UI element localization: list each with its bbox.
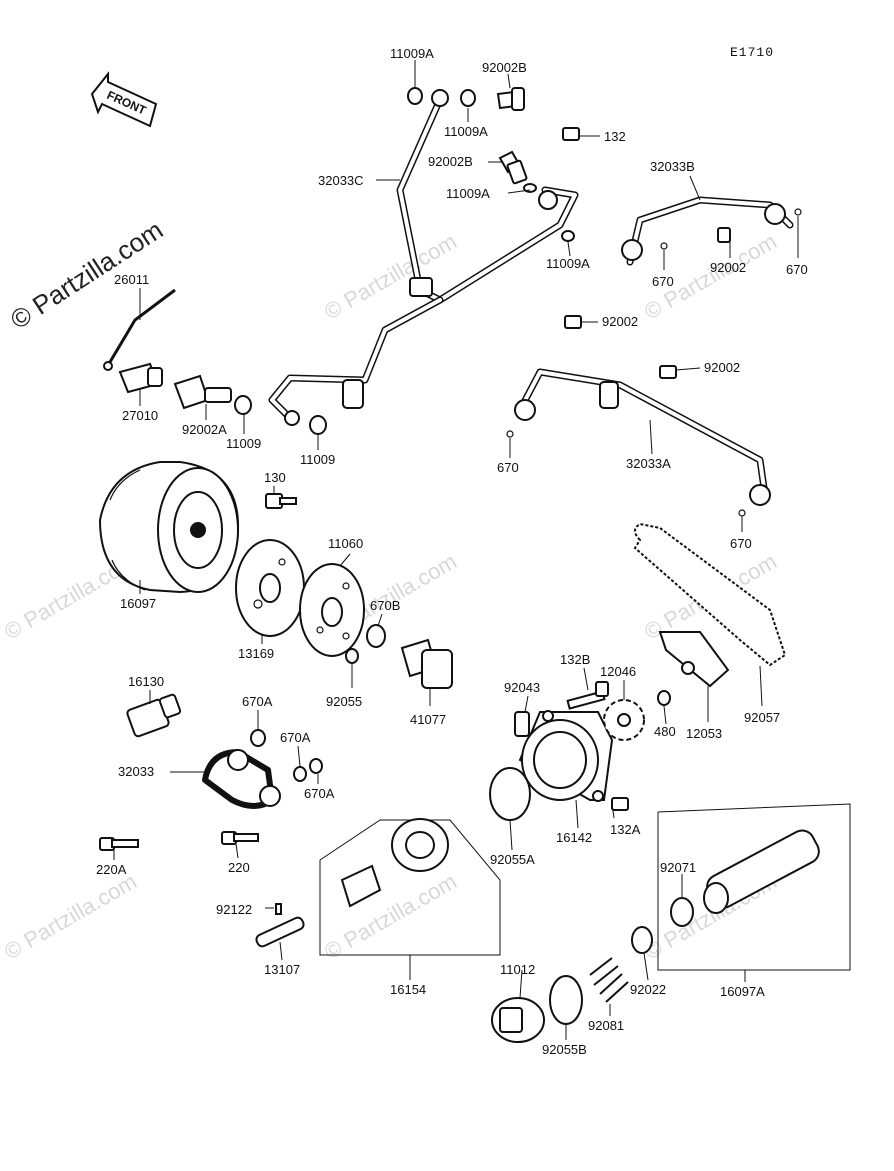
watermark-1: © Partzilla.com xyxy=(320,229,461,325)
label-670-b1: 670 xyxy=(652,274,674,289)
elbow-pipe-32033 xyxy=(202,749,281,809)
label-92002-b: 92002 xyxy=(710,260,746,275)
fitting-16130 xyxy=(126,693,182,738)
oil-pipe-32033c xyxy=(268,89,579,426)
label-12046: 12046 xyxy=(600,664,636,679)
watermark-7: © Partzilla.com xyxy=(320,869,461,965)
label-16097: 16097 xyxy=(120,596,156,611)
label-11009-b: 11009 xyxy=(300,452,335,467)
label-16142: 16142 xyxy=(556,830,592,845)
nut-480 xyxy=(657,690,671,706)
label-130: 130 xyxy=(264,470,286,485)
oring-670a-3 xyxy=(309,758,323,774)
label-670-d: 670 xyxy=(730,536,752,551)
label-11009a-top: 11009A xyxy=(390,46,434,61)
label-92055b: 92055B xyxy=(542,1042,587,1057)
oil-filter xyxy=(98,461,240,594)
bolt-41077 xyxy=(400,638,453,689)
oil-pressure-switch xyxy=(103,288,327,435)
shaft-13107 xyxy=(255,916,305,948)
rotor-kit-16154 xyxy=(319,818,501,956)
oil-pipe-32033a xyxy=(506,315,771,517)
label-11009a-mid: 11009A xyxy=(446,186,490,201)
label-16154: 16154 xyxy=(390,982,426,997)
label-92071: 92071 xyxy=(660,860,696,875)
bolt-132b xyxy=(566,681,609,710)
front-arrow-icon: FRONT xyxy=(90,71,158,128)
label-26011: 26011 xyxy=(114,272,149,287)
label-220: 220 xyxy=(228,860,250,875)
oring-92055b xyxy=(549,975,583,1025)
oring-670a-2 xyxy=(293,766,307,782)
label-670a-2: 670A xyxy=(280,730,311,745)
label-132: 132 xyxy=(604,129,626,144)
washer-92071 xyxy=(670,897,694,927)
label-16097a: 16097A xyxy=(720,984,765,999)
gasket-11060 xyxy=(299,563,365,657)
pump-body-16142 xyxy=(518,710,614,802)
oring-92055 xyxy=(345,648,359,664)
label-92057: 92057 xyxy=(744,710,780,725)
label-13169: 13169 xyxy=(238,646,274,661)
leader-lines xyxy=(113,60,799,1040)
label-92022: 92022 xyxy=(630,982,666,997)
label-92081: 92081 xyxy=(588,1018,624,1033)
label-670-c: 670 xyxy=(497,460,519,475)
label-32033c: 32033C xyxy=(318,173,364,188)
label-132a: 132A xyxy=(610,822,641,837)
label-92055a: 92055A xyxy=(490,852,535,867)
label-132b: 132B xyxy=(560,652,590,667)
label-92002-d: 92002 xyxy=(704,360,740,375)
label-27010: 27010 xyxy=(122,408,158,423)
label-13107: 13107 xyxy=(264,962,300,977)
label-92043: 92043 xyxy=(504,680,540,695)
relief-valve-16097a xyxy=(657,803,851,971)
plate-13169 xyxy=(235,539,305,637)
label-670-b2: 670 xyxy=(786,262,808,277)
pin-92122 xyxy=(275,903,282,915)
label-32033a: 32033A xyxy=(626,456,671,471)
label-11009-a: 11009 xyxy=(226,436,261,451)
banjo-fittings-top xyxy=(407,87,580,242)
label-92002a: 92002A xyxy=(182,422,227,437)
bolt-220 xyxy=(221,831,259,845)
label-16130: 16130 xyxy=(128,674,164,689)
part-labels: 11009A 92002B 11009A 132 32033C 92002B 1… xyxy=(96,46,808,1057)
label-11060: 11060 xyxy=(328,536,363,551)
label-480: 480 xyxy=(654,724,676,739)
label-92002b-mid: 92002B xyxy=(428,154,473,169)
label-32033b: 32033B xyxy=(650,159,695,174)
label-11009a-low: 11009A xyxy=(546,256,590,271)
guide-12053 xyxy=(658,631,730,688)
label-92002-c: 92002 xyxy=(602,314,638,329)
chain-92057 xyxy=(633,522,787,667)
label-11012: 11012 xyxy=(500,962,535,977)
label-92122: 92122 xyxy=(216,902,252,917)
bolt-132a xyxy=(611,797,629,811)
drawing-code: E1710 xyxy=(730,45,774,60)
oring-92055a xyxy=(489,767,531,821)
label-670a-3: 670A xyxy=(304,786,335,801)
label-670a-1: 670A xyxy=(242,694,273,709)
bolt-130 xyxy=(265,493,297,509)
label-92002b-top: 92002B xyxy=(482,60,527,75)
plug-11012 xyxy=(491,997,545,1043)
bolt-220a xyxy=(99,837,139,851)
label-11009a-2: 11009A xyxy=(444,124,488,139)
washer-92022 xyxy=(631,926,653,954)
watermark-6: © Partzilla.com xyxy=(0,869,141,965)
label-12053: 12053 xyxy=(686,726,722,741)
label-32033: 32033 xyxy=(118,764,154,779)
pin-92043 xyxy=(514,711,530,737)
label-92055: 92055 xyxy=(326,694,362,709)
oring-670a-1 xyxy=(250,729,266,747)
label-670b: 670B xyxy=(370,598,400,613)
label-41077: 41077 xyxy=(410,712,446,727)
spring-92081 xyxy=(589,957,629,1003)
sprocket-12046 xyxy=(603,699,645,741)
label-220a: 220A xyxy=(96,862,127,877)
oring-670b xyxy=(366,624,386,648)
